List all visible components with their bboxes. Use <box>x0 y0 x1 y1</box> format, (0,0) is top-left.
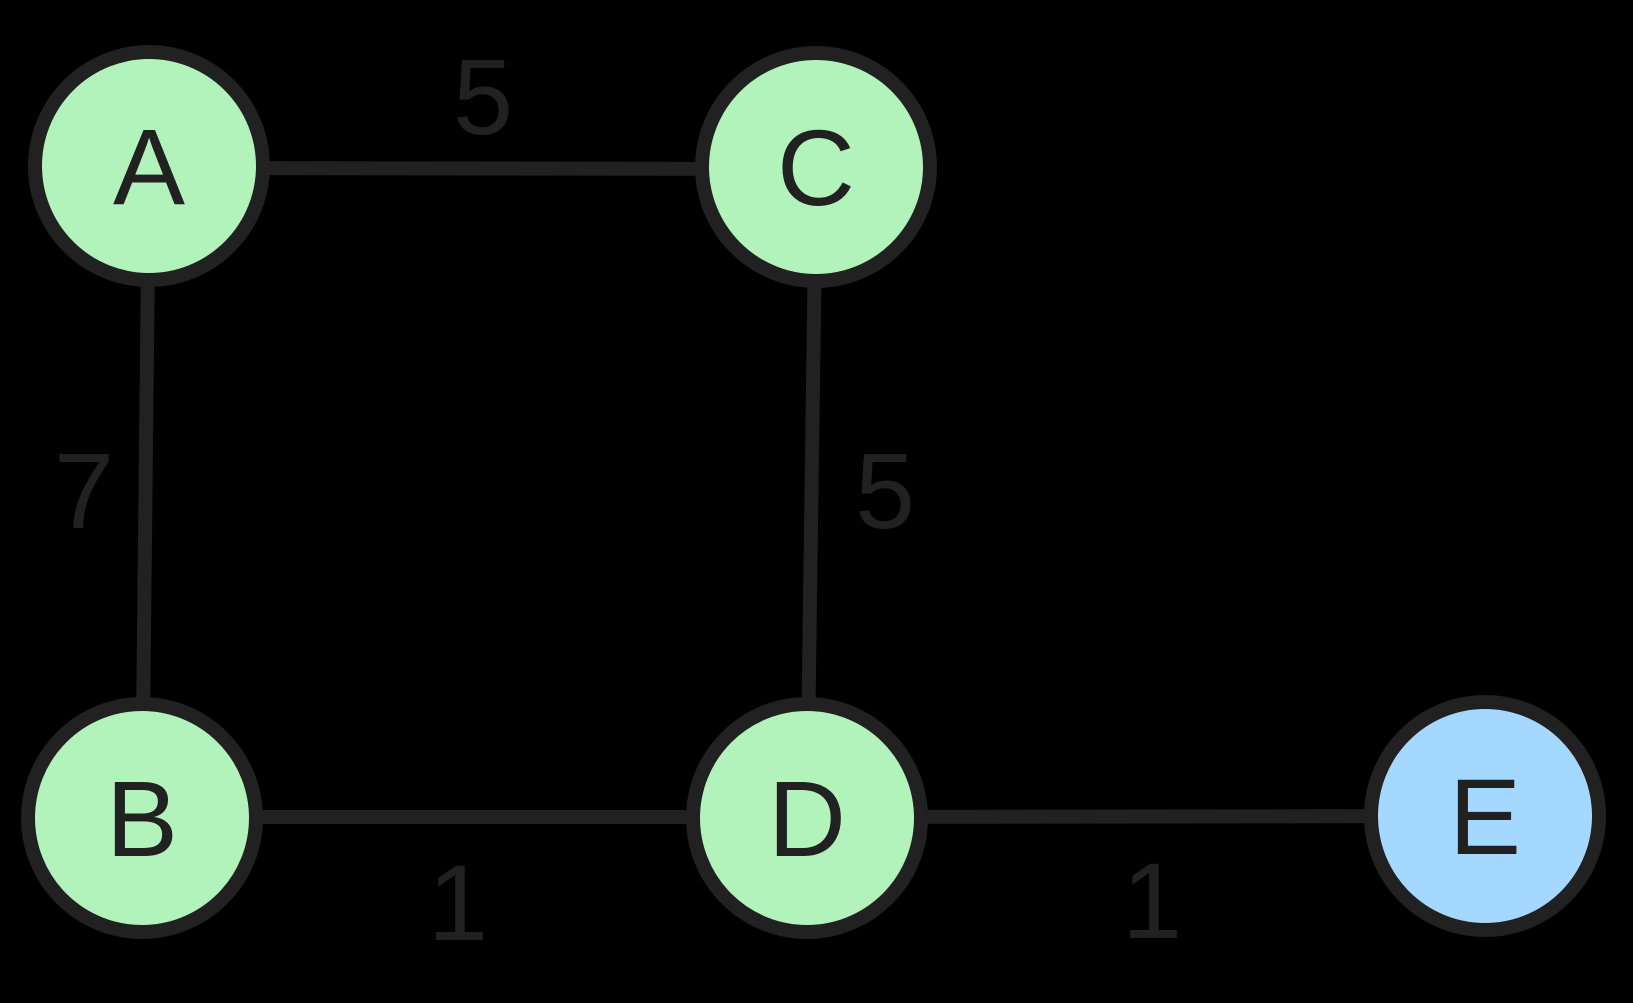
node-D-circle <box>686 697 928 939</box>
node-C: C <box>695 46 937 288</box>
node-E: E <box>1364 695 1606 937</box>
node-A-label: A <box>113 106 185 227</box>
node-A-circle <box>28 45 270 287</box>
edge-weight-D-E: 1 <box>1122 840 1182 961</box>
node-C-circle <box>695 46 937 288</box>
node-D-label: D <box>768 758 846 879</box>
edge-weight-A-C: 5 <box>453 36 513 157</box>
edge-weight-B-D: 1 <box>428 842 488 963</box>
edge-weight-A-B: 7 <box>54 430 114 551</box>
node-B-circle <box>21 697 263 939</box>
node-A: A <box>28 45 270 287</box>
node-C-label: C <box>777 107 855 228</box>
node-E-circle <box>1364 695 1606 937</box>
node-D: D <box>686 697 928 939</box>
node-B-label: B <box>106 758 178 879</box>
node-E-label: E <box>1449 756 1521 877</box>
edge-weight-C-D: 5 <box>855 430 915 551</box>
node-B: B <box>21 697 263 939</box>
